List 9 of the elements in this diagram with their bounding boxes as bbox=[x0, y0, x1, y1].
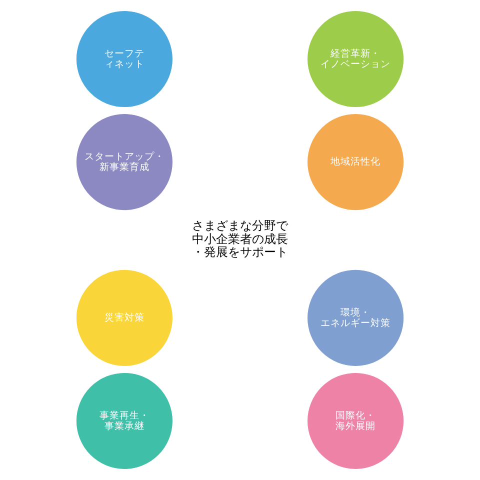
node-circle: 経営革新・イノベーション bbox=[308, 11, 404, 108]
node-circle: 地域活性化 bbox=[308, 114, 404, 210]
node-circle: スタートアップ・新事業育成 bbox=[76, 114, 172, 210]
label: さまざまな分野で中小企業者の成長・発展をサポート bbox=[192, 218, 288, 260]
node-circle: 国際化・海外展開 bbox=[308, 372, 404, 469]
node-circle: 事業再生・事業承継 bbox=[76, 372, 172, 469]
node-circle: 環境・エネルギー対策 bbox=[308, 270, 404, 366]
node-circle: 災害対策 bbox=[76, 270, 172, 366]
node-circle: セーフティネット bbox=[76, 11, 172, 108]
